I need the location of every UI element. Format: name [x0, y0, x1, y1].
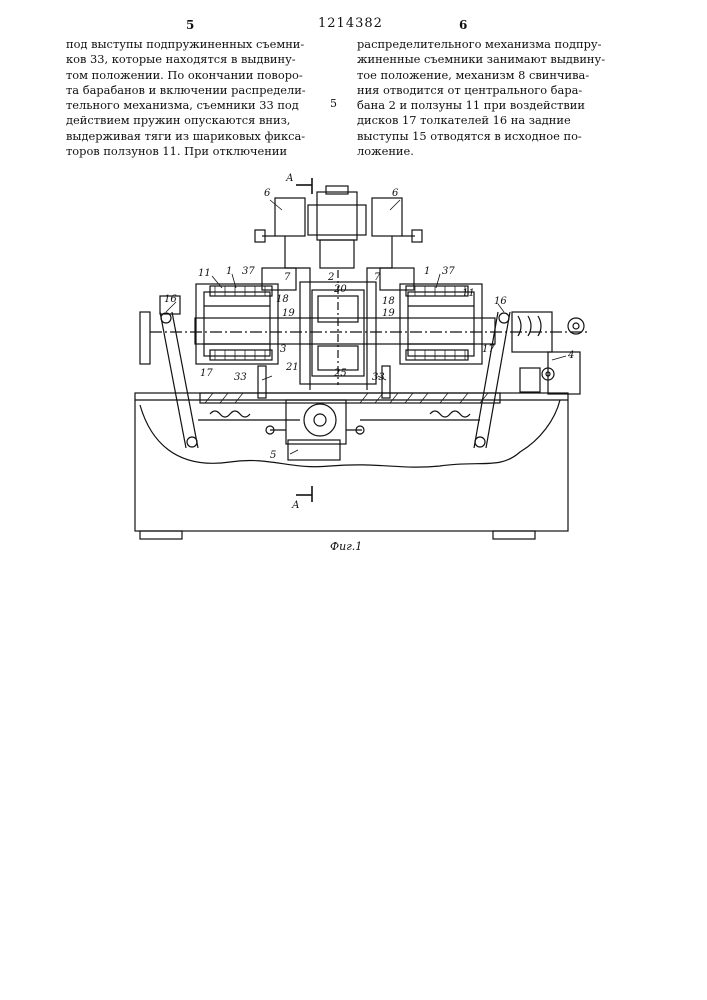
label-6-right: 6 [392, 188, 399, 199]
label-21: 21 [285, 362, 299, 373]
label-16-right: 16 [494, 296, 507, 307]
label-16-left: 16 [164, 294, 177, 305]
label-37-left: 37 [242, 266, 255, 277]
lower-gearbox [266, 400, 364, 460]
left-pusher [160, 296, 300, 448]
label-25: 25 [333, 368, 347, 379]
label-33-left: 33 [234, 372, 247, 383]
leader-lines [166, 200, 566, 454]
left-drum [196, 284, 278, 364]
label-4: 4 [567, 350, 574, 361]
label-7-left: 7 [284, 272, 291, 283]
label-18-right: 18 [382, 296, 395, 307]
label-33-right: 33 [372, 372, 385, 383]
label-17-left: 17 [200, 368, 213, 379]
label-11-right: 11 [462, 288, 475, 299]
label-5: 5 [270, 450, 276, 461]
machine-base [135, 393, 568, 539]
label-section-a-bottom: А [291, 500, 300, 511]
label-3: 3 [280, 344, 286, 355]
label-17-right: 17 [482, 344, 495, 355]
label-18-left: 18 [276, 294, 289, 305]
label-2: 2 [327, 272, 334, 283]
figure-caption: Фиг.1 [330, 540, 362, 553]
label-section-a-top: А [285, 173, 294, 184]
label-1-left: 1 [226, 266, 232, 277]
label-20: 20 [333, 284, 347, 295]
label-19-left: 19 [282, 308, 295, 319]
label-19-right: 19 [382, 308, 395, 319]
label-6-left: 6 [264, 188, 271, 199]
label-11-left: 11 [198, 268, 211, 279]
label-37-right: 37 [442, 266, 455, 277]
label-1-right: 1 [424, 266, 430, 277]
label-7-right: 7 [374, 272, 381, 283]
figure-labels: А А 6 6 7 7 2 20 11 1 37 1 37 11 16 16 1… [164, 173, 574, 511]
